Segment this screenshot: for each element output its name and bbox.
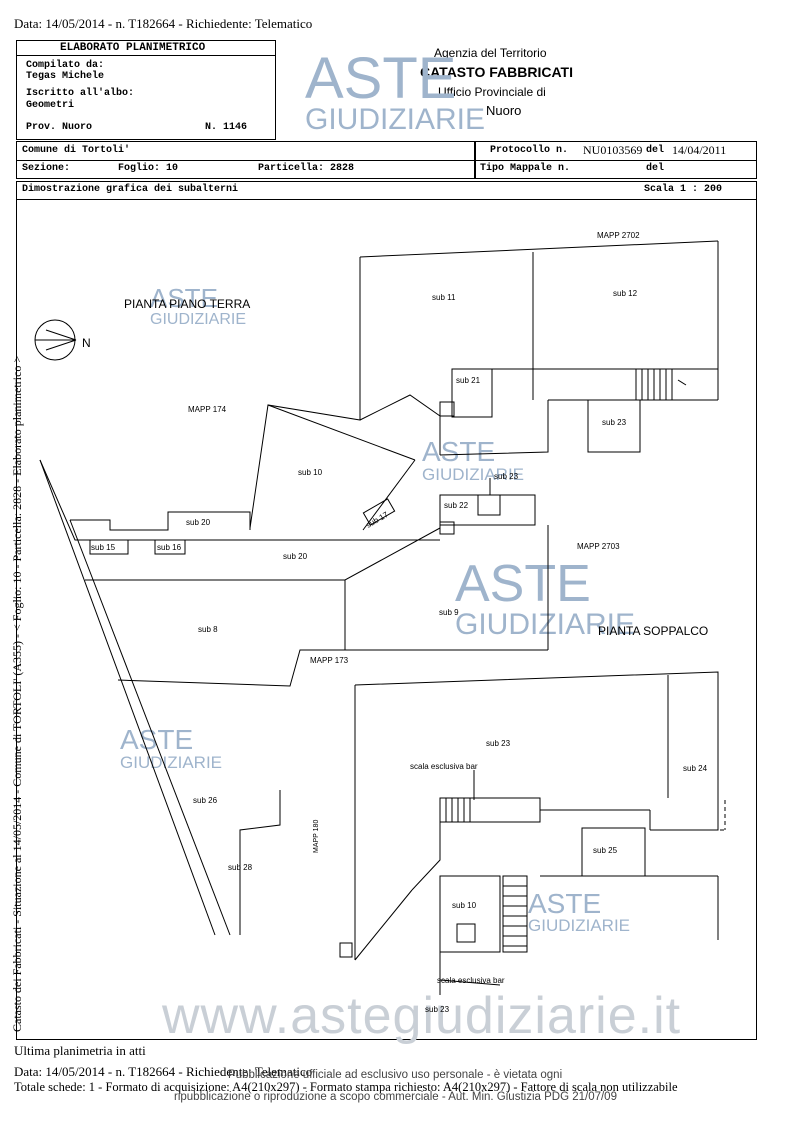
- catasto-title: CATASTO FABBRICATI: [420, 64, 573, 80]
- watermark-aste: ASTE: [305, 46, 457, 111]
- dimostrazione-bar: [16, 181, 757, 200]
- label-scala-bar: scala esclusiva bar: [437, 976, 505, 985]
- foglio: Foglio: 10: [118, 163, 179, 174]
- footer-ultima: Ultima planimetria in atti: [14, 1043, 146, 1058]
- watermark-giudiziarie: GIUDIZIARIE: [120, 753, 223, 772]
- label-piano-terra: PIANTA PIANO TERRA: [124, 297, 250, 311]
- drawing-frame: [16, 200, 757, 1040]
- label-sub10: sub 10: [298, 468, 323, 477]
- watermark-giudiziarie: GIUDIZIARIE: [528, 916, 631, 935]
- label-soppalco: PIANTA SOPPALCO: [598, 624, 708, 638]
- label-sub25: sub 25: [593, 846, 618, 855]
- label-sub28: sub 28: [228, 863, 253, 872]
- tipo-del: del: [646, 163, 665, 174]
- scala: Scala 1 : 200: [644, 184, 723, 195]
- label-sub23-small: sub 23: [494, 472, 519, 481]
- sezione: Sezione:: [22, 163, 71, 174]
- label-sub17: sub 17: [365, 510, 391, 530]
- office-city: Nuoro: [486, 103, 522, 118]
- dimostrazione: Dimostrazione grafica dei subalterni: [22, 184, 239, 195]
- agency-name: Agenzia del Territorio: [434, 46, 547, 60]
- register-number: N. 1146: [205, 122, 248, 133]
- label-sub9: sub 9: [439, 608, 459, 617]
- watermark-aste: ASTE: [455, 555, 591, 613]
- watermark-website: www.astegiudiziarie.it: [162, 987, 682, 1045]
- watermark-giudiziarie: GIUDIZIARIE: [422, 465, 525, 484]
- compass-label: N: [82, 336, 91, 350]
- label-mapp-180: MAPP 180: [313, 820, 320, 853]
- label-sub20: sub 20: [283, 552, 308, 561]
- label-sub21: sub 21: [456, 376, 481, 385]
- header-line: Data: 14/05/2014 - n. T182664 - Richiede…: [14, 16, 313, 31]
- register-value: Geometri: [26, 100, 75, 111]
- watermark-aste: ASTE: [150, 283, 218, 313]
- label-mapp-2702: MAPP 2702: [597, 231, 640, 240]
- protocollo-del: del: [646, 145, 665, 156]
- publication-notice-1: Pubblicazione ufficiale ad esclusivo uso…: [228, 1069, 563, 1081]
- label-sub8: sub 8: [198, 625, 218, 634]
- protocollo-label: Protocollo n.: [490, 145, 569, 156]
- comune: Comune di Tortoli': [22, 145, 131, 156]
- register-label: Iscritto all'albo:: [26, 88, 135, 99]
- label-sub23: sub 23: [602, 418, 627, 427]
- label-scala-bar: scala esclusiva bar: [410, 762, 478, 771]
- label-sub26: sub 26: [193, 796, 218, 805]
- watermark-giudiziarie: GIUDIZIARIE: [455, 608, 636, 641]
- particella: Particella: 2828: [258, 163, 355, 174]
- label-sub20: sub 20: [186, 518, 211, 527]
- label-sub24: sub 24: [683, 764, 708, 773]
- info-row-line: [16, 160, 757, 161]
- province: Prov. Nuoro: [26, 122, 93, 133]
- label-mapp-2703: MAPP 2703: [577, 542, 620, 551]
- protocollo-date: 14/04/2011: [672, 143, 727, 157]
- footer-data: Data: 14/05/2014 - n. T182664 - Richiede…: [14, 1064, 313, 1079]
- label-sub11: sub 11: [432, 293, 456, 302]
- label-sub22: sub 22: [444, 501, 469, 510]
- title-bar: [16, 40, 276, 56]
- watermark-aste: ASTE: [120, 724, 194, 755]
- watermark-giudiziarie: GIUDIZIARIE: [150, 311, 247, 328]
- compiled-name: Tegas Michele: [26, 71, 105, 82]
- watermark-aste: ASTE: [528, 888, 602, 919]
- watermark-aste: ASTE: [422, 436, 496, 467]
- label-sub10: sub 10: [452, 901, 477, 910]
- protocollo-value: NU0103569: [583, 143, 643, 157]
- footer-totale: Totale schede: 1 - Formato di acquisizio…: [14, 1080, 678, 1094]
- label-mapp-173: MAPP 173: [310, 656, 349, 665]
- doc-title: ELABORATO PLANIMETRICO: [60, 42, 206, 54]
- publication-notice-2: ripubblicazione o riproduzione a scopo c…: [174, 1091, 617, 1103]
- label-sub23: sub 23: [425, 1005, 450, 1014]
- label-sub23: sub 23: [486, 739, 511, 748]
- label-sub12: sub 12: [613, 289, 638, 298]
- watermark-giudiziarie: GIUDIZIARIE: [305, 103, 486, 136]
- label-sub15: sub 15: [91, 543, 116, 552]
- compiled-label: Compilato da:: [26, 60, 105, 71]
- office-label: Ufficio Provinciale di: [438, 85, 546, 99]
- label-mapp-174: MAPP 174: [188, 405, 227, 414]
- tipo-mappale: Tipo Mappale n.: [480, 163, 571, 174]
- label-sub16: sub 16: [157, 543, 182, 552]
